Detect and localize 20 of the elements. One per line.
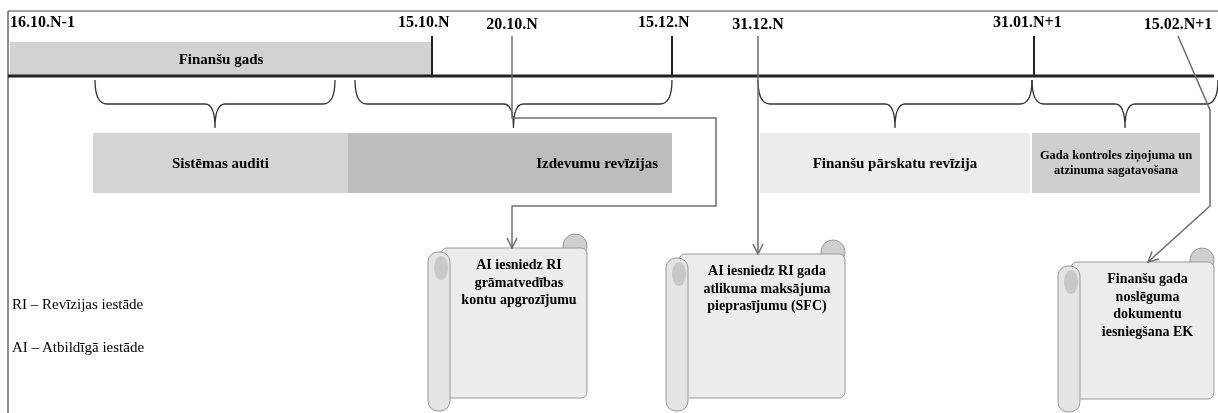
phase-band: Finanšu pārskatu revīzija [760, 133, 1030, 193]
phase-band: Sistēmas auditi [93, 133, 348, 193]
legend-note: RI – Revīzijas iestāde [12, 296, 144, 313]
phase-band: Gada kontroles ziņojuma un atzinuma sagatavošana [1032, 133, 1200, 193]
date-label: 15.12.N [638, 13, 690, 31]
arrow [506, 35, 717, 249]
arrow [1147, 35, 1211, 263]
legend-note: AI – Atbildīgā iestāde [12, 339, 145, 356]
date-label: 20.10.N [477, 13, 547, 35]
period-bar: Finanšu gads [10, 42, 432, 76]
date-label: 31.12.N [723, 13, 793, 35]
date-label: 16.10.N-1 [10, 13, 75, 31]
phase-band: Izdevumu revīzijas [348, 133, 672, 193]
date-label: 31.01.N+1 [993, 13, 1062, 31]
date-label: 15.02.N+1 [1138, 13, 1218, 35]
document-text: Finanšu gada noslēguma dokumentu iesniegšana EK [1100, 270, 1195, 340]
date-label: 15.10.N [398, 13, 450, 31]
document-text: AI iesniedz RI gada atlikuma maksājuma pieprasījumu (SFC) [702, 262, 832, 315]
arrow [752, 35, 764, 255]
document-text: AI iesniedz RI grāmatvedības kontu apgrozījumu [460, 256, 578, 309]
